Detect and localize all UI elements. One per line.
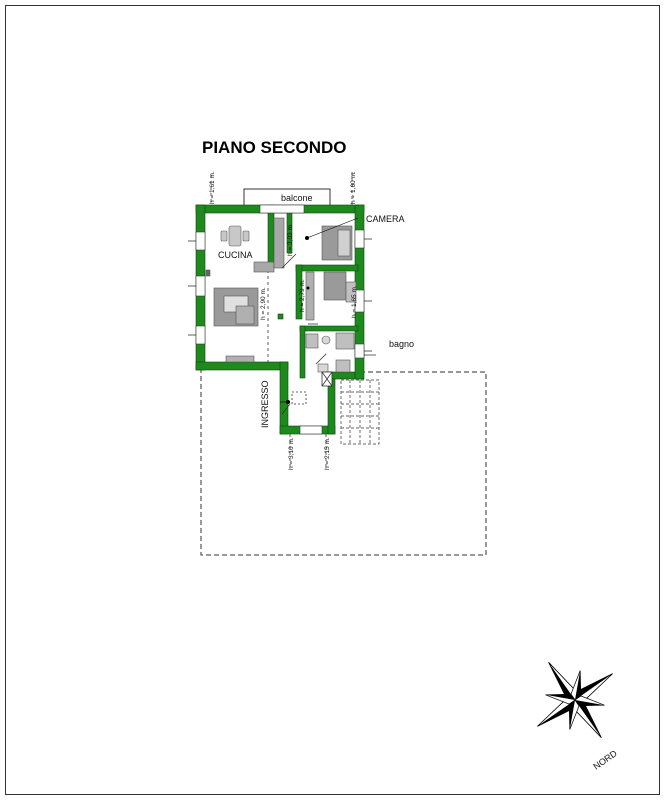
height-310: h = 3,10 m. (288, 437, 295, 470)
stairs (340, 379, 380, 445)
furniture (205, 217, 357, 373)
height-303: h = 3,03 m. (287, 223, 294, 256)
dashed-boundaries (210, 172, 353, 470)
ingresso-label: INGRESSO (260, 380, 270, 428)
camera-leader (306, 217, 359, 239)
door-swings (281, 253, 327, 415)
drawing-frame (5, 5, 660, 795)
plan-title: PIANO SECONDO (202, 138, 347, 157)
compass-rose (537, 662, 613, 738)
height-left-top: h = 1,61 m. (209, 171, 216, 204)
height-279: h = 2,79 m. (299, 279, 306, 312)
height-165: h = 1,65 m. (351, 285, 358, 318)
height-right-top: h = 1,60 m. (350, 171, 357, 204)
dining-table (228, 225, 242, 247)
camera-label: CAMERA (366, 214, 405, 224)
cucina-label: CUCINA (218, 250, 253, 260)
bagno-label: bagno (389, 339, 414, 349)
height-290: h = 2,90 m. (260, 287, 267, 320)
window-ticks (188, 238, 372, 352)
height-215: h = 2,15 m. (324, 437, 331, 470)
windows (195, 204, 365, 435)
balcone-label: balcone (281, 193, 313, 203)
compass-label: NORD (591, 748, 619, 772)
shaft (321, 371, 333, 387)
lower-floor-outline (200, 368, 487, 556)
